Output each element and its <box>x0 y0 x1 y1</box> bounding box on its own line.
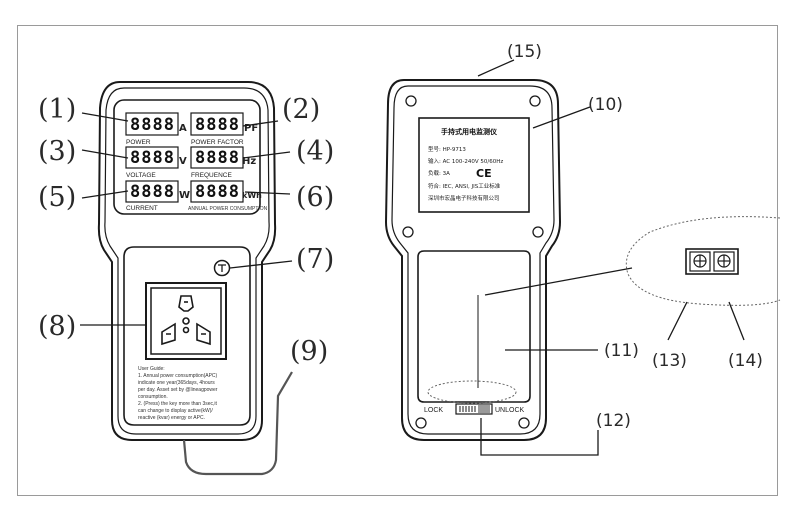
callout-12: (12) <box>596 411 631 431</box>
display-power-digits: 8888 <box>130 115 175 135</box>
back-view: 手持式用电监测仪 型号: HP-9713 输入: AC 100-240V 50/… <box>384 42 781 456</box>
back-case-inner <box>391 85 555 435</box>
user-guide-line1: 1. Annual power consumption(APC) <box>138 373 218 379</box>
display-frequence-digits: 8888 <box>195 148 240 168</box>
power-cable <box>182 371 293 476</box>
unlock-label: UNLOCK <box>495 407 525 414</box>
nameplate-maker: 深圳市宏晶电子科技有限公司 <box>428 194 500 202</box>
nameplate-standard: 符合: IEC, ANSI, JIS工业标准 <box>428 182 501 190</box>
callout-14: (14) <box>728 351 763 371</box>
callout-11: (11) <box>604 341 639 361</box>
back-leaders <box>477 59 745 456</box>
display-voltage-label: VOLTAGE <box>126 172 156 179</box>
screw-holes <box>402 95 544 429</box>
user-guide-title: User Guide: <box>138 366 165 372</box>
nameplate-model: 型号: HP-9713 <box>428 145 466 153</box>
callout-10: (10) <box>588 95 623 115</box>
lock-switch-ridges <box>459 406 476 412</box>
socket-outlet-icon <box>161 295 211 346</box>
lock-switch[interactable] <box>455 403 493 415</box>
display-power <box>125 112 179 136</box>
user-guide-line7: reactive (kvar) energy or APC. <box>138 415 205 421</box>
function-button-icon <box>218 264 226 272</box>
battery-cover <box>417 250 531 403</box>
callout-9: (9) <box>290 336 328 367</box>
display-power-label: POWER <box>126 139 151 146</box>
nameplate-title: 手持式用电监测仪 <box>441 127 498 136</box>
user-guide: User Guide: 1. Annual power consumption(… <box>138 366 218 421</box>
callout-2: (2) <box>282 94 320 125</box>
callout-1: (1) <box>38 94 76 125</box>
figure-border <box>17 25 778 496</box>
display-consumption-digits: 8888 <box>195 182 240 202</box>
lock-switch-slot <box>478 405 490 413</box>
display-consumption <box>190 180 244 203</box>
display-power-unit: A <box>179 123 187 134</box>
callout-13: (13) <box>652 351 687 371</box>
battery-latch-area <box>427 380 517 404</box>
callout-3: (3) <box>38 136 76 167</box>
lock-label: LOCK <box>424 407 443 414</box>
display-consumption-unit: kWh <box>242 191 262 200</box>
callout-15: (15) <box>507 42 542 62</box>
callout-6: (6) <box>296 182 334 213</box>
callout-5: (5) <box>38 182 76 213</box>
display-consumption-label: ANNUAL POWER CONSUMPTION <box>188 206 268 212</box>
user-guide-line4: consumption. <box>138 394 168 400</box>
nameplate-input: 输入: AC 100-240V 50/60Hz <box>428 157 503 165</box>
front-view: 8888 A POWER 8888 PF POWER FACTOR 8888 V… <box>38 81 334 476</box>
user-guide-line6: can change to display active(kW)/ <box>138 408 213 414</box>
display-power-factor-unit: PF <box>244 123 258 134</box>
nameplate-load: 负载: 3A <box>428 169 450 177</box>
user-guide-line5: 2. (Press) the key more than 3sec,it <box>138 401 218 407</box>
display-voltage-digits: 8888 <box>130 148 175 168</box>
display-current-unit: W <box>179 190 190 201</box>
front-leaders <box>80 112 293 326</box>
display-current-digits: 8888 <box>130 182 175 202</box>
ce-mark: CE <box>476 167 492 180</box>
callout-7: (7) <box>296 244 334 275</box>
display-current-label: CURRENT <box>126 205 158 212</box>
display-frequence-label: FREQUENCE <box>191 172 232 179</box>
display-power-factor <box>190 112 244 136</box>
user-guide-line3: per day. Asset set by @lineagpower <box>138 387 218 393</box>
display-voltage-unit: V <box>179 156 187 167</box>
display-power-factor-label: POWER FACTOR <box>191 139 244 146</box>
terminal-screw-icons <box>693 254 731 268</box>
display-frequence-unit: Hz <box>242 156 256 167</box>
callout-4: (4) <box>296 136 334 167</box>
callout-8: (8) <box>38 311 76 342</box>
zoom-bubble <box>625 216 781 306</box>
nameplate <box>418 117 530 213</box>
front-case-inner <box>104 87 270 435</box>
display-power-factor-digits: 8888 <box>195 115 240 135</box>
user-guide-line2: indicate one year(365days, 4hours <box>138 380 215 386</box>
